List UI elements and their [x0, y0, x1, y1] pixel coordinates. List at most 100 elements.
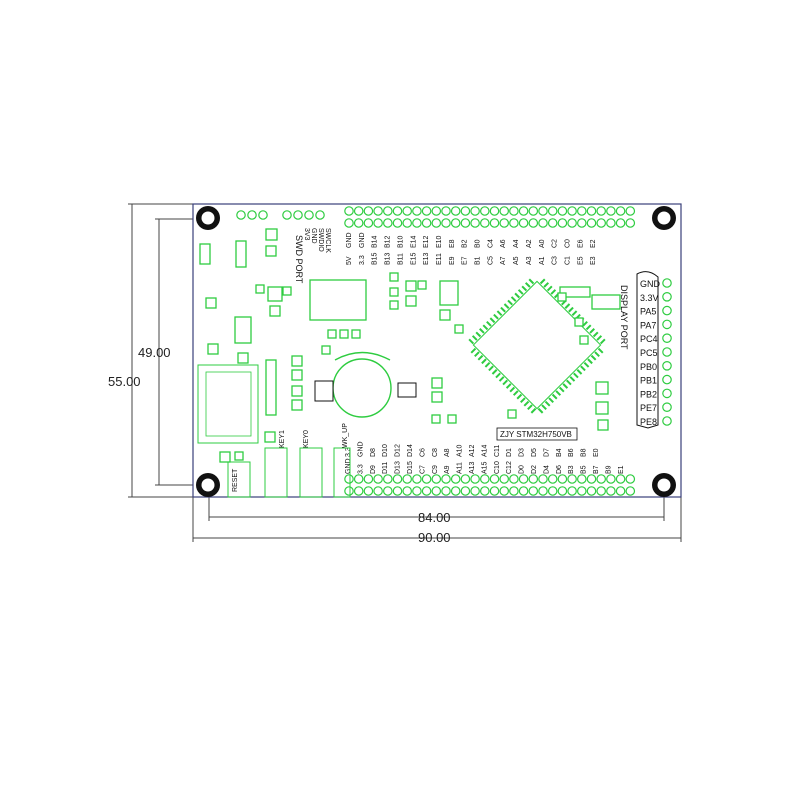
pin-label: E9 — [449, 256, 456, 265]
mounting-holes — [196, 206, 676, 497]
mcu-pin — [495, 372, 501, 379]
smd-component — [291, 399, 303, 411]
smd-component — [207, 343, 219, 355]
smd-component — [205, 297, 217, 309]
header-pin — [499, 206, 509, 216]
header-pin — [392, 218, 403, 228]
header-pin — [596, 486, 606, 496]
pin-label: B1 — [475, 256, 482, 265]
header-pin — [479, 486, 490, 496]
pin-label: E12 — [423, 235, 430, 248]
pin-label: E14 — [410, 235, 417, 248]
header-pin — [470, 218, 480, 228]
mcu-pin — [582, 320, 588, 327]
header-pin — [567, 486, 577, 496]
pin-label: D3 — [519, 448, 526, 457]
smd-component — [291, 355, 303, 367]
display-port-label: DISPLAY PORT — [619, 285, 629, 350]
mcu-pin — [544, 400, 551, 407]
smd-component — [321, 345, 331, 355]
mcu-pin — [587, 358, 593, 365]
mcu-pin — [486, 320, 492, 327]
pin-label: D4 — [543, 465, 550, 474]
mcu-pin — [517, 289, 524, 295]
smd-component — [234, 316, 252, 344]
header-pin — [421, 474, 432, 484]
smd-component — [351, 329, 361, 339]
header-pin — [518, 474, 529, 484]
mcu-pin — [596, 335, 603, 341]
header-pin — [557, 474, 568, 484]
pin-label: E7 — [462, 256, 469, 265]
header-pin — [247, 210, 257, 220]
pin-label: GND — [359, 232, 366, 248]
swd-pin-label: 3V3 — [303, 228, 310, 241]
header-pin — [363, 474, 374, 484]
button-label: KEY0 — [303, 430, 310, 448]
pin-label: C11 — [494, 445, 501, 457]
header-pin — [499, 486, 509, 496]
header-pin — [373, 218, 383, 228]
header-pin — [353, 486, 364, 496]
dimension-lines — [128, 203, 682, 542]
swd-pin-label: SWDIO — [317, 228, 324, 252]
dimension-height-inner: 49.00 — [138, 345, 171, 360]
header-pin — [373, 474, 383, 484]
pin-label: C1 — [564, 256, 571, 265]
header-pin — [625, 218, 636, 228]
smd-component — [439, 280, 459, 306]
header-pin — [547, 474, 558, 484]
header-pin — [450, 206, 461, 216]
smd-component — [267, 286, 283, 302]
header-pin — [586, 206, 597, 216]
pin-label: 3.3 — [345, 447, 352, 457]
mounting-hole-icon — [196, 206, 220, 230]
smd-component — [327, 329, 337, 339]
header-pin — [576, 474, 587, 484]
mcu-pin — [599, 338, 606, 345]
header-pin — [538, 486, 548, 496]
mounting-hole-icon — [196, 473, 220, 497]
header-pin — [518, 206, 529, 216]
swd-pin-label: GND — [310, 228, 317, 244]
mcu-pin — [576, 369, 583, 375]
pin-label: C7 — [419, 465, 426, 474]
header-pin — [450, 486, 461, 496]
pin-label: A10 — [457, 444, 464, 457]
header-pin — [450, 218, 461, 228]
smd-component — [417, 280, 427, 290]
header-pin — [576, 486, 587, 496]
smd-component — [199, 243, 211, 265]
pin-label: D13 — [395, 461, 402, 474]
header-pin — [431, 486, 442, 496]
header-pin — [567, 206, 577, 216]
header-pin — [489, 486, 500, 496]
header-pin — [547, 218, 558, 228]
mcu-pin — [539, 278, 546, 285]
header-pin — [489, 474, 500, 484]
header-pin — [576, 206, 587, 216]
pin-label: E6 — [577, 239, 584, 248]
mcu-pin — [520, 397, 526, 403]
dimension-width-outer: 90.00 — [418, 530, 451, 545]
mcu-pin — [564, 303, 571, 309]
smd-component — [291, 385, 303, 397]
header-pin — [363, 486, 374, 496]
mounting-hole-icon — [652, 473, 676, 497]
header-pin — [282, 210, 292, 220]
mcu-pin — [468, 338, 475, 345]
header-pin — [363, 206, 374, 216]
mcu-pin — [521, 285, 528, 292]
mcu-pin — [489, 317, 496, 324]
header-pin — [547, 206, 558, 216]
button-label: WK_UP — [342, 423, 349, 448]
smd-component — [595, 401, 609, 415]
pin-label: E11 — [436, 253, 443, 265]
header-pin — [662, 305, 672, 316]
smd-component — [282, 286, 292, 296]
mcu-pin — [530, 407, 537, 414]
pin-label: GND — [357, 441, 364, 457]
header-pin — [662, 333, 672, 343]
header-pin — [441, 474, 451, 484]
